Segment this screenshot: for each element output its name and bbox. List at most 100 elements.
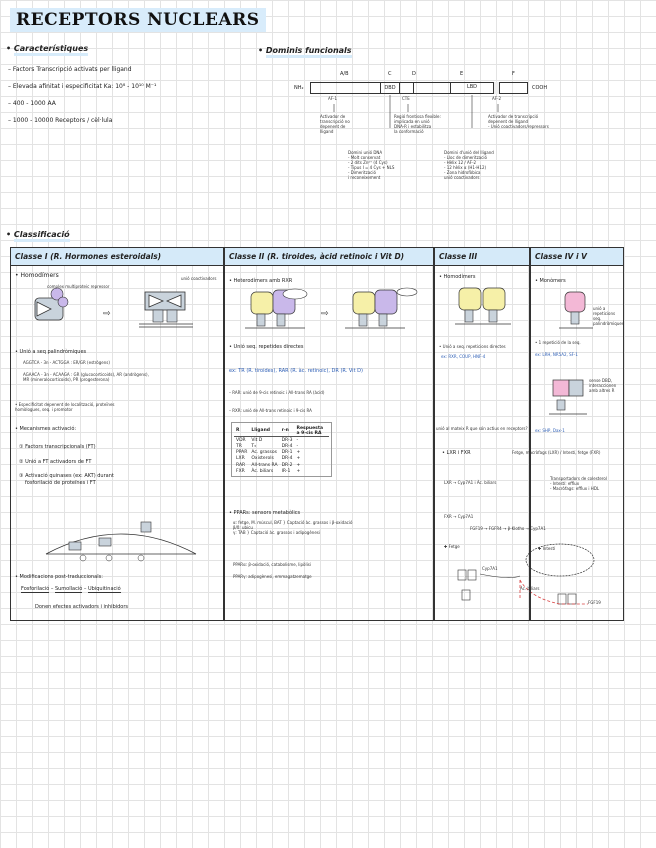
af1-label: AF-1 [328,96,338,101]
classe2-heterodimers: • Heterodímers amb RXR [229,278,293,284]
classe1-efecte: Donen efectes activadors i inhibidors [35,604,129,610]
lbd-note: Domini d'unió del lligand- Lloc de dimer… [444,150,494,180]
classe2-title: Classe II (R. tiroides, àcid retinoic i … [225,248,433,266]
classe3-fxr-line: FXR → Cyp7A1 [444,514,474,519]
list-item: – 1000 - 10000 Receptors / cèl·lula [8,117,113,125]
caracteristiques-heading: • Característiques [6,44,89,56]
classe3-lxr-line: LXR → Cyp7A1 i Àc. biliars [444,480,497,485]
domain-letter-e: E [460,71,464,77]
dominis-heading: • Dominis funcionals [258,46,352,58]
classe2-ppar-g: PPARγ: adipogènesi, emmagatzematge [233,574,312,579]
nh2-label: NH₂ [294,85,304,91]
classe1-modificacions: • Modificacions post-traduccionals: [15,574,103,580]
classe1-receptor-diagram: ⇨ [34,287,193,328]
classe3-homodimers: • Homodímers [439,274,476,280]
classe3-receptor-diagram [455,287,511,325]
classe2-receptor-diagram: ⇨ [245,287,418,329]
domain-diagram: A/B C D E F NH₂ DBD LBD COOH AF-1 CTE AF… [290,68,560,248]
classe3-transport: Transportadors de colesterol - Intestí: … [550,476,607,491]
classe2-rxr: – RXR: unió de All-trans retinoic i 9-ci… [229,408,312,413]
cte-label: CTE [402,96,410,101]
cooh-label: COOH [532,85,548,91]
table-header: Respuesta a 9-cis RA [294,425,329,438]
classe4-examples-2: ex: SHP, Dax-1 [535,428,565,433]
domain-letter-ab: A/B [340,71,349,77]
classe1-especificitat: • Especificitat depenent de localització… [15,402,115,412]
hinge-box [400,82,414,94]
classe4-receptor-diagram [559,291,593,329]
classe3-lxr-fxr: • LXR i FXR [442,450,471,456]
page-title: RECEPTORS NUCLEARS [10,8,266,32]
domain-arrows [333,95,499,128]
domain-letter-f: F [512,71,515,77]
fxr-cyp-label: Cyp7A1 [482,566,498,571]
classe4-nodbd-diagram [549,379,587,415]
classe1-complex-label: complex multiproteic repressor [47,284,110,289]
classe4-examples: ex: LRH, NR5A2, SF-1 [535,352,578,357]
caracteristiques-list: – Factors Transcripció activats per llig… [8,66,156,125]
classe1-unio-label: unió coactivadors [181,276,217,281]
dbd-note: Domini unió DNA- Molt conservat- 2 dits … [348,150,395,180]
classe4-seq: • 1 repetició de la seq. [535,340,581,345]
svg-text:⇨: ⇨ [103,309,111,319]
classe3-title: Classe III [435,248,529,266]
lbd-box: LBD [450,82,494,94]
classe3-fxr-line2: FGF19 → FGFR4 → β-Klotho → Cyp7A1 [470,526,546,531]
classe4-title: Classe IV i V [531,248,623,266]
classe3-unio: • Unió a seq. repeticions directes [439,344,506,349]
classe3-panel: Classe III • Homodímers • Unió a seq. re… [434,247,530,621]
classe2-rar: – RAR: unió de 9-cis retinoic i All-tran… [229,390,325,395]
fxr-fgf-label: FGF19 [588,600,601,605]
cte-note: Regió frontissa flexible:implicada en un… [394,114,441,134]
classe4-panel: Classe IV i V • Monòmers unió a repetici… [530,247,624,621]
fxr-pathway-diagram [457,543,595,605]
classe1-seq-list: AGGTCA - 3n - ACTGGA : ER/GR (estrògens)… [23,360,149,382]
classe2-ppar-lines: α: fetge, M. múscul, BAT } Captació àc. … [233,520,353,535]
af2-label: AF-2 [492,96,502,101]
classe2-panel: Classe II (R. tiroides, àcid retinoic i … [224,247,434,621]
classe2-examples: ex: TR (R. tiroides), RAR (R. àc. retino… [229,368,363,374]
classe3-examples: ex: RXR, COUP, HNF-4 [441,354,486,359]
classe1-membrane-diagram [45,521,197,562]
fxr-intestí-label: ✚ Intestí [538,546,556,551]
dbd-box: DBD [380,82,400,94]
fxr-abiliar-label: Àc. biliars [520,586,540,591]
domain-letter-c: C [388,71,392,77]
list-item: – Elevada afinitat i especificitat Ka: 1… [8,83,157,91]
classe2-unio: • Unió seq. repetides directes [229,344,304,350]
domain-letter-d: D [412,71,416,77]
af2-box [494,82,500,94]
classe4-monomers: • Monòmers [535,278,566,284]
classe3-fetge: Fetge, macròfags (LXR) / Intestí, fetge … [512,450,601,455]
table-header: Lligand [249,425,280,438]
table-header: r-n [279,425,295,438]
classe2-ppar-a: PPARα: β-oxidació, catabolisme, lipòlisi [233,562,311,567]
classe1-mec-list: ① Factors transcripcionals (FT) ② Unió a… [19,444,114,486]
classe3-question: unió al mateix R que són actius en recep… [436,426,528,431]
classe4-nodbd-label: sense DBD, interaccionen amb altres R [589,378,617,393]
classe1-uneix: • Unió a seq palindròmiques [15,349,87,355]
domain-bar [310,82,528,94]
classe1-panel: Classe I (R. Hormones esteroidals) • Hom… [10,247,224,621]
list-item: – Factors Transcripció activats per llig… [8,66,132,73]
classe1-mods: Fosforilació – Sumoïlació – Ubiquitinaci… [21,586,121,593]
classificacio-heading: • Classificació [6,230,70,242]
table-header: R [234,425,250,438]
list-item: – 400 - 1000 AA [8,100,56,108]
classe2-ppars: • PPARs: sensors metabòlics [229,510,301,516]
classe1-title: Classe I (R. Hormones esteroidals) [11,248,223,266]
fxr-fetge-label: ✚ Fetge [444,544,460,549]
svg-text:⇨: ⇨ [321,309,329,319]
classe1-homodimers: • Homodímers [15,272,59,279]
classe4-mono-label: unió a repeticions seq. palindròmiques [593,306,624,326]
classe1-mecanismes: • Mecanismes activació: [15,426,77,432]
